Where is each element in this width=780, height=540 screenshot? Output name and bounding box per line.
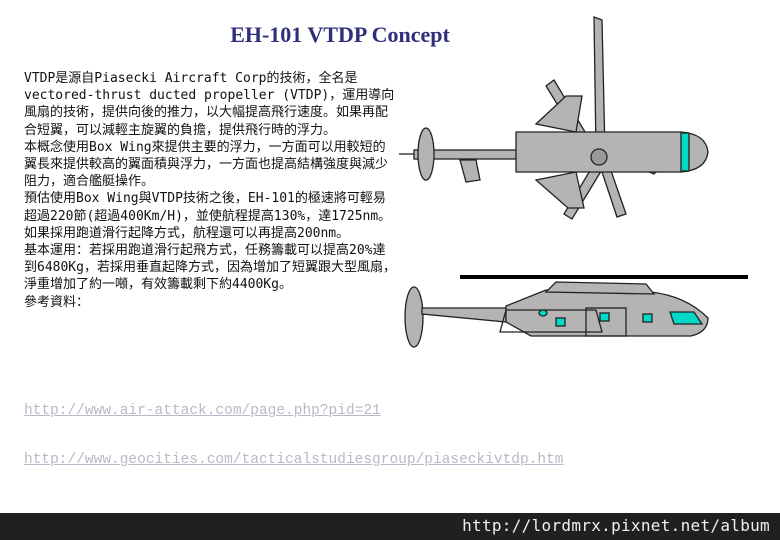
aircraft-diagram	[399, 16, 748, 348]
article-body: VTDP是源自Piasecki Aircraft Corp的技術，全名是vect…	[24, 70, 396, 311]
paragraph-references-label: 參考資料：	[24, 294, 90, 310]
paragraph-payload: 基本運用：若採用跑道滑行起飛方式，任務籌載可以提高20%達到6480Kg，若採用…	[24, 243, 396, 293]
page-title: EH-101 VTDP Concept	[230, 22, 450, 47]
paragraph-box-wing: 本概念使用Box Wing來提供主要的浮力，一方面可以用較短的翼長來提供較高的翼…	[24, 139, 389, 190]
paragraph-vtdp: VTDP是源自Piasecki Aircraft Corp的技術，全名是vect…	[24, 71, 395, 138]
reference-link-geocities[interactable]: http://www.geocities.com/tacticalstudies…	[24, 452, 564, 468]
aircraft-side-view	[404, 281, 709, 348]
watermark-url: http://lordmrx.pixnet.net/album	[462, 516, 770, 535]
footer-bar: http://lordmrx.pixnet.net/album	[0, 513, 780, 540]
aircraft-top-view	[399, 16, 709, 220]
paragraph-performance: 預估使用Box Wing與VTDP技術之後，EH-101的極速將可輕易超過220…	[24, 191, 392, 241]
reference-link-air-attack[interactable]: http://www.air-attack.com/page.php?pid=2…	[24, 403, 381, 419]
